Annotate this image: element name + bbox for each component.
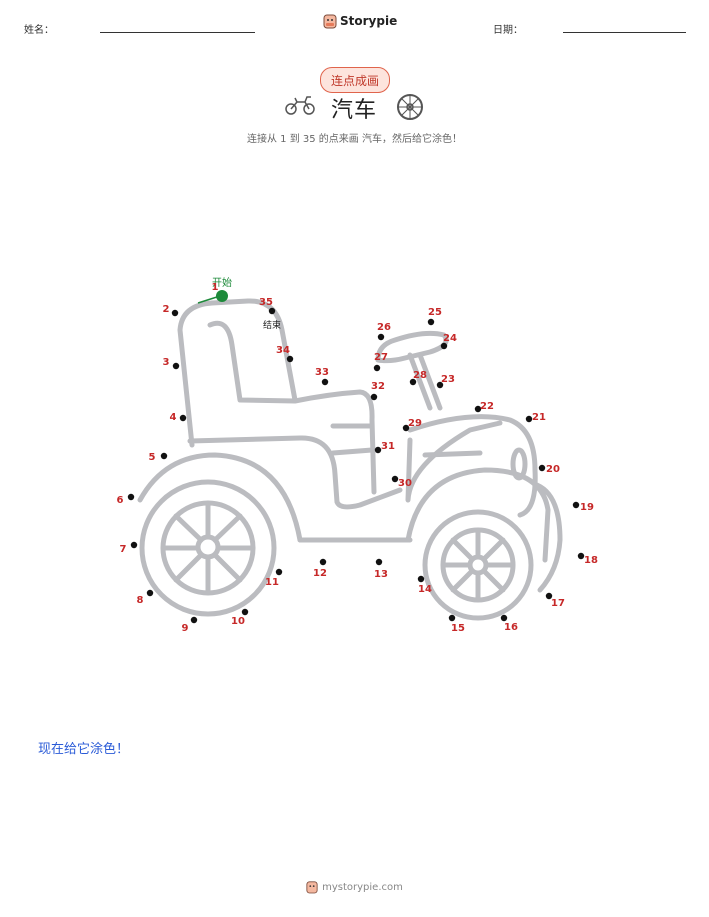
footer: mystorypie.com: [0, 880, 709, 894]
dot-label-8: 8: [137, 595, 144, 606]
dot-label-17: 17: [551, 598, 565, 609]
dot-label-28: 28: [413, 370, 427, 381]
dot-label-10: 10: [231, 616, 245, 627]
dot-label-18: 18: [584, 555, 598, 566]
dot-22: [474, 405, 482, 413]
dot-label-33: 33: [315, 367, 329, 378]
dot-24: [440, 342, 448, 350]
dot-35: [268, 307, 276, 315]
dot-label-3: 3: [163, 357, 170, 368]
dot-8: [146, 589, 154, 597]
dot-label-13: 13: [374, 569, 388, 580]
dot-13: [375, 558, 383, 566]
dot-5: [160, 452, 168, 460]
footer-url[interactable]: mystorypie.com: [322, 881, 403, 893]
date-line[interactable]: [563, 32, 686, 33]
dot-11: [275, 568, 283, 576]
dot-label-27: 27: [374, 352, 388, 363]
dot-26: [377, 333, 385, 341]
dot-label-19: 19: [580, 502, 594, 513]
storypie-mascot-icon: [306, 881, 318, 894]
dot-label-15: 15: [451, 623, 465, 634]
dot-23: [436, 381, 444, 389]
dot-label-35: 35: [259, 297, 273, 308]
dot-label-16: 16: [504, 622, 518, 633]
dot-31: [374, 446, 382, 454]
start-marker: [216, 290, 228, 302]
name-label: 姓名：: [24, 25, 54, 36]
dot-21: [525, 415, 533, 423]
date-label: 日期：: [493, 25, 523, 36]
dot-6: [127, 493, 135, 501]
dot-28: [409, 378, 417, 386]
dot-label-11: 11: [265, 577, 279, 588]
dot-18: [577, 552, 585, 560]
dot-label-9: 9: [182, 623, 189, 634]
dot-15: [448, 614, 456, 622]
dot-3: [172, 362, 180, 370]
color-prompt: 现在给它涂色！: [38, 742, 130, 757]
dot-label-14: 14: [418, 584, 432, 595]
dot-30: [391, 475, 399, 483]
dot-12: [319, 558, 327, 566]
car-outline: [137, 298, 563, 621]
end-marker-label: 结束: [263, 319, 281, 331]
dot-34: [286, 355, 294, 363]
dot-14: [417, 575, 425, 583]
dot-label-26: 26: [377, 322, 391, 333]
dot-10: [241, 608, 249, 616]
dot-33: [321, 378, 329, 386]
dot-label-32: 32: [371, 381, 385, 392]
dot-label-21: 21: [532, 412, 546, 423]
dot-label-2: 2: [163, 304, 170, 315]
dot-label-29: 29: [408, 418, 422, 429]
dot-label-25: 25: [428, 307, 442, 318]
dot-label-7: 7: [120, 544, 127, 555]
instructions: 连接从 1 到 35 的点来画 汽车，然后给它涂色！: [247, 134, 462, 145]
dot-27: [373, 364, 381, 372]
dot-label-31: 31: [381, 441, 395, 452]
dot-label-20: 20: [546, 464, 560, 475]
start-marker-label: 开始: [212, 276, 232, 289]
brand-logo: Storypie: [323, 13, 397, 29]
dot-7: [130, 541, 138, 549]
dot-4: [179, 414, 187, 422]
dot-19: [572, 501, 580, 509]
dot-label-4: 4: [170, 412, 177, 423]
dot-20: [538, 464, 546, 472]
dot-9: [190, 616, 198, 624]
activity-badge: 连点成画: [320, 67, 390, 93]
dot-label-24: 24: [443, 333, 457, 344]
dot-label-6: 6: [117, 495, 124, 506]
dot-label-12: 12: [313, 568, 327, 579]
dot-label-22: 22: [480, 401, 494, 412]
name-line[interactable]: [100, 32, 255, 33]
storypie-mascot-icon: [323, 14, 337, 29]
dot-label-30: 30: [398, 478, 412, 489]
dot-label-34: 34: [276, 345, 290, 356]
motorcycle-icon: [285, 96, 315, 115]
brand-name: Storypie: [340, 14, 398, 28]
dot-16: [500, 614, 508, 622]
dot-2: [171, 309, 179, 317]
dot-label-1: 1: [212, 282, 219, 293]
worksheet-title: 汽车: [331, 98, 378, 123]
dot-label-5: 5: [149, 452, 156, 463]
dot-17: [545, 592, 553, 600]
dot-32: [370, 393, 378, 401]
wheel-icon: [397, 94, 423, 120]
dot-29: [402, 424, 410, 432]
dot-label-23: 23: [441, 374, 455, 385]
dot-25: [427, 318, 435, 326]
